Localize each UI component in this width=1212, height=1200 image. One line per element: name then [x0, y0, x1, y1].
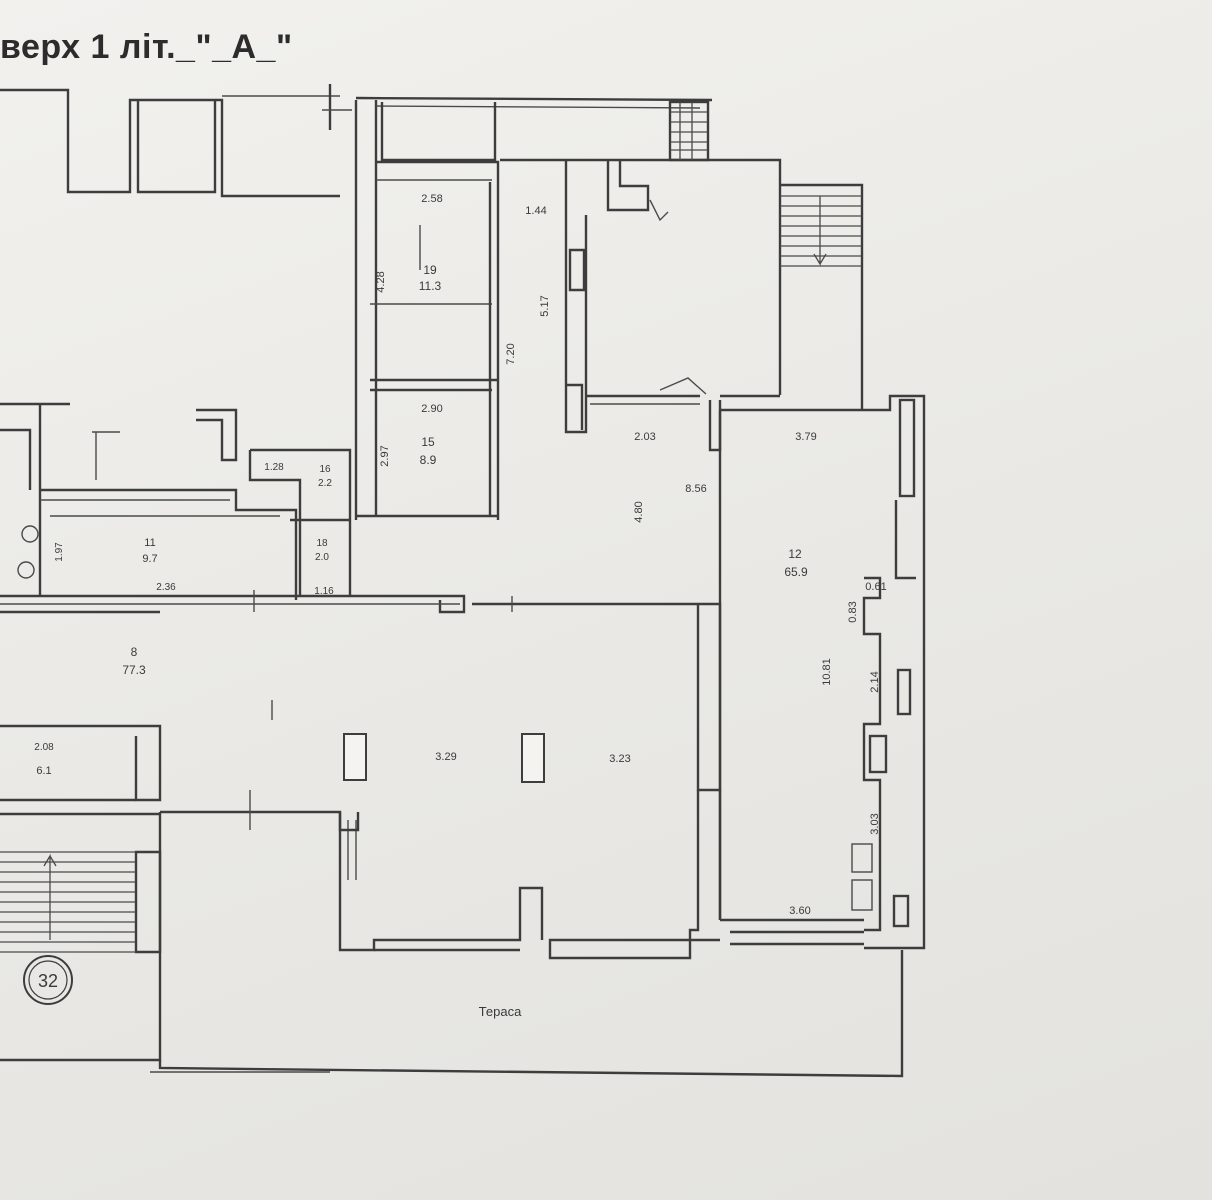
room-12-number: 12 [788, 547, 802, 561]
room-11-number: 11 [144, 537, 155, 549]
marker-32-label: 32 [38, 971, 58, 991]
room-6-area: 6.1 [36, 765, 51, 777]
room-19-number: 19 [423, 263, 437, 277]
dim-2-08: 2.08 [34, 742, 54, 753]
dim-0-83: 0.83 [847, 601, 859, 622]
room-labels: 12 65.9 19 11.3 15 8.9 16 2.2 18 2.0 11 … [36, 263, 808, 777]
dim-2-97: 2.97 [379, 445, 391, 466]
dim-1-97: 1.97 [54, 542, 65, 562]
dim-2-36: 2.36 [156, 582, 176, 593]
upper-left-walls [0, 84, 352, 198]
room-8-number: 8 [131, 645, 138, 659]
room-16-number: 16 [319, 464, 331, 475]
fixtures [851, 843, 873, 911]
dim-4-28: 4.28 [375, 271, 387, 292]
dim-3-79: 3.79 [795, 431, 816, 443]
left-small-rooms [0, 402, 352, 614]
room-15-number: 15 [421, 435, 435, 449]
dim-2-90: 2.90 [421, 403, 442, 415]
terrace-label: Тераса [479, 1004, 522, 1019]
room-19-area: 11.3 [419, 279, 442, 293]
dim-1-28: 1.28 [264, 462, 284, 473]
upper-right-block [500, 158, 782, 452]
room-11-area: 9.7 [142, 553, 157, 565]
stair-right [780, 183, 864, 395]
lower-left-rooms [0, 724, 162, 1062]
dim-3-23: 3.23 [609, 753, 630, 765]
dim-0-61: 0.61 [865, 581, 886, 593]
main-hall-walls [0, 590, 722, 960]
dim-4-80: 4.80 [633, 501, 645, 522]
room-16-area: 2.2 [318, 478, 332, 489]
dim-1-44: 1.44 [525, 205, 546, 217]
marker-32: 32 [23, 955, 73, 1005]
dim-2-58: 2.58 [421, 193, 442, 205]
dim-8-56: 8.56 [685, 483, 706, 495]
dim-10-81: 10.81 [821, 658, 833, 686]
plan-title: верх 1 літ._"_А_" [0, 28, 293, 66]
dim-3-29: 3.29 [435, 751, 456, 763]
room-12-area: 65.9 [784, 565, 808, 579]
room-18-area: 2.0 [315, 552, 329, 563]
rooms-19-15-block [354, 96, 713, 520]
room-18-number: 18 [316, 538, 328, 549]
dim-7-20: 7.20 [505, 343, 517, 364]
room-8-area: 77.3 [122, 663, 146, 677]
room-15-area: 8.9 [420, 453, 437, 467]
dim-3-03: 3.03 [869, 813, 881, 834]
dim-5-17: 5.17 [539, 295, 551, 316]
stair-top [668, 100, 710, 162]
terrace-outline [150, 950, 904, 1078]
dim-2-14: 2.14 [869, 671, 881, 692]
dim-2-03: 2.03 [634, 431, 655, 443]
dim-3-60: 3.60 [789, 905, 810, 917]
dimension-labels: 2.58 1.44 4.28 7.20 5.17 2.90 2.97 2.03 … [34, 193, 886, 917]
dim-1-16: 1.16 [314, 586, 334, 597]
